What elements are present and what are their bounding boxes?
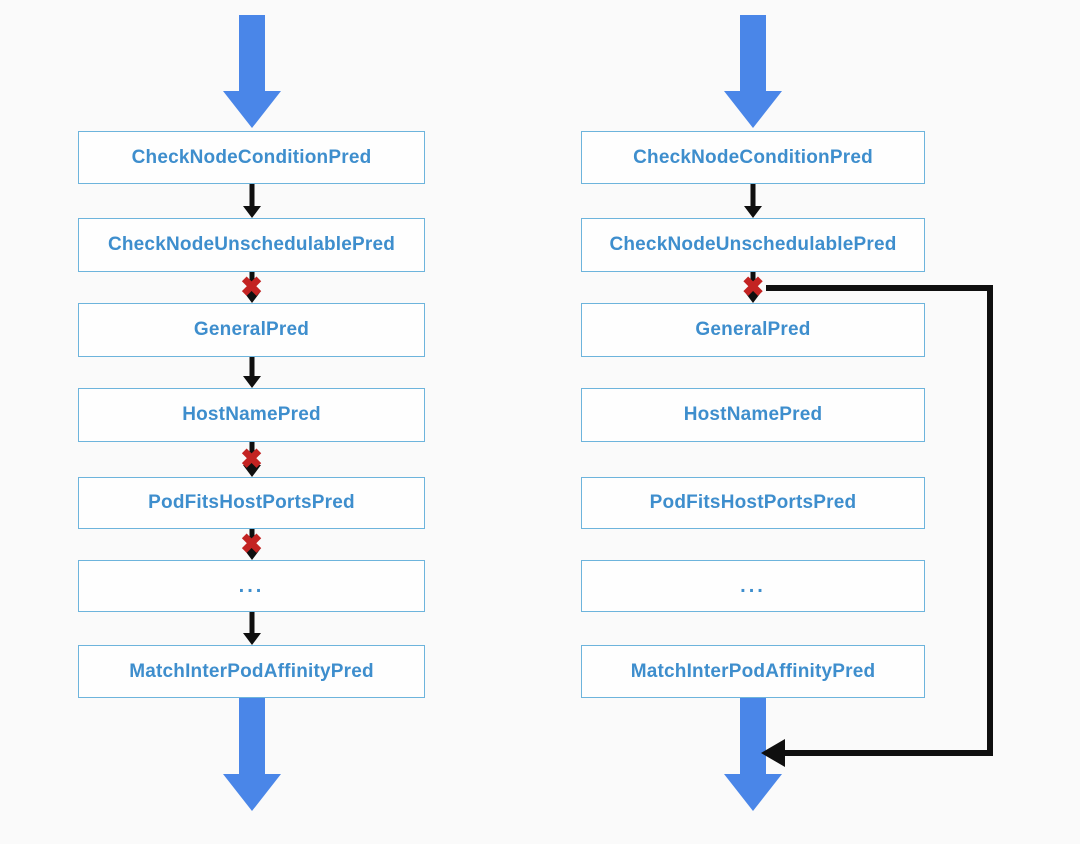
reject-x-icon: ✖ bbox=[240, 528, 263, 559]
flow-node: PodFitsHostPortsPred bbox=[581, 477, 925, 529]
arrow-head bbox=[242, 548, 261, 560]
flow-node: MatchInterPodAffinityPred bbox=[581, 645, 925, 698]
node-label: HostNamePred bbox=[182, 404, 321, 425]
bypass-line-bottom bbox=[781, 750, 993, 756]
flow-node: GeneralPred bbox=[581, 303, 925, 357]
arrow-head bbox=[242, 291, 261, 303]
connector-arrow-rejected-icon: ✖ bbox=[78, 529, 425, 560]
node-label: HostNamePred bbox=[683, 404, 823, 425]
node-label: CheckNodeUnschedulablePred bbox=[107, 234, 396, 255]
reject-x-icon: ✖ bbox=[741, 271, 765, 302]
reject-x-icon: ✖ bbox=[240, 443, 263, 474]
node-label: MatchInterPodAffinityPred bbox=[630, 660, 876, 682]
flow-node: ... bbox=[78, 560, 425, 612]
arrow-head bbox=[744, 206, 762, 218]
flow-node: HostNamePred bbox=[581, 388, 925, 442]
arrow-head bbox=[724, 774, 782, 811]
connector-arrow-rejected-icon: ✖ bbox=[581, 272, 925, 303]
node-label: CheckNodeUnschedulablePred bbox=[609, 234, 897, 255]
node-label: CheckNodeConditionPred bbox=[131, 146, 372, 168]
connector-arrow-icon bbox=[78, 612, 425, 645]
arrow-shaft bbox=[249, 442, 254, 466]
arrow-shaft bbox=[750, 184, 756, 207]
connector-arrow-rejected-icon: ✖ bbox=[78, 272, 425, 303]
node-label: PodFitsHostPortsPred bbox=[649, 492, 857, 513]
arrow-shaft bbox=[249, 357, 254, 377]
flow-column-left: CheckNodeConditionPred CheckNodeUnschedu… bbox=[78, 0, 425, 844]
node-label: GeneralPred bbox=[695, 319, 811, 340]
bypass-line-top bbox=[766, 285, 993, 291]
arrow-head bbox=[242, 206, 261, 218]
node-label: PodFitsHostPortsPred bbox=[148, 492, 355, 513]
arrow-head bbox=[242, 376, 261, 388]
flow-node: GeneralPred bbox=[78, 303, 425, 357]
arrow-shaft bbox=[238, 698, 265, 774]
arrow-head bbox=[222, 774, 281, 811]
connector-arrow-icon bbox=[78, 357, 425, 388]
flow-node: CheckNodeConditionPred bbox=[78, 131, 425, 184]
arrow-head bbox=[744, 291, 762, 303]
flow-node: CheckNodeUnschedulablePred bbox=[581, 218, 925, 272]
flow-node: HostNamePred bbox=[78, 388, 425, 442]
connector-arrow-icon bbox=[581, 184, 925, 218]
arrow-shaft bbox=[249, 612, 254, 634]
arrow-shaft bbox=[238, 15, 265, 91]
node-label: GeneralPred bbox=[193, 319, 310, 340]
arrow-head bbox=[724, 91, 782, 128]
arrow-shaft bbox=[750, 272, 756, 292]
arrow-shaft bbox=[740, 15, 766, 91]
flow-node: CheckNodeUnschedulablePred bbox=[78, 218, 425, 272]
node-label: ... bbox=[740, 574, 766, 597]
flow-node: ... bbox=[581, 560, 925, 612]
flow-node: CheckNodeConditionPred bbox=[581, 131, 925, 184]
connector-arrow-icon bbox=[78, 184, 425, 218]
arrow-shaft bbox=[249, 184, 254, 207]
arrow-head bbox=[242, 633, 261, 645]
bypass-arrowhead-icon bbox=[761, 739, 785, 767]
flow-column-right: CheckNodeConditionPred CheckNodeUnschedu… bbox=[581, 0, 925, 844]
flow-node: PodFitsHostPortsPred bbox=[78, 477, 425, 529]
flow-node: MatchInterPodAffinityPred bbox=[78, 645, 425, 698]
bypass-line-right bbox=[987, 285, 993, 756]
node-label: CheckNodeConditionPred bbox=[633, 146, 873, 168]
arrow-shaft bbox=[249, 529, 254, 549]
arrow-head bbox=[222, 91, 281, 128]
node-label: MatchInterPodAffinityPred bbox=[129, 660, 374, 682]
connector-arrow-rejected-icon: ✖ bbox=[78, 442, 425, 477]
node-label: ... bbox=[238, 574, 265, 597]
arrow-head bbox=[242, 465, 261, 477]
reject-x-icon: ✖ bbox=[240, 271, 263, 302]
arrow-shaft bbox=[249, 272, 254, 292]
